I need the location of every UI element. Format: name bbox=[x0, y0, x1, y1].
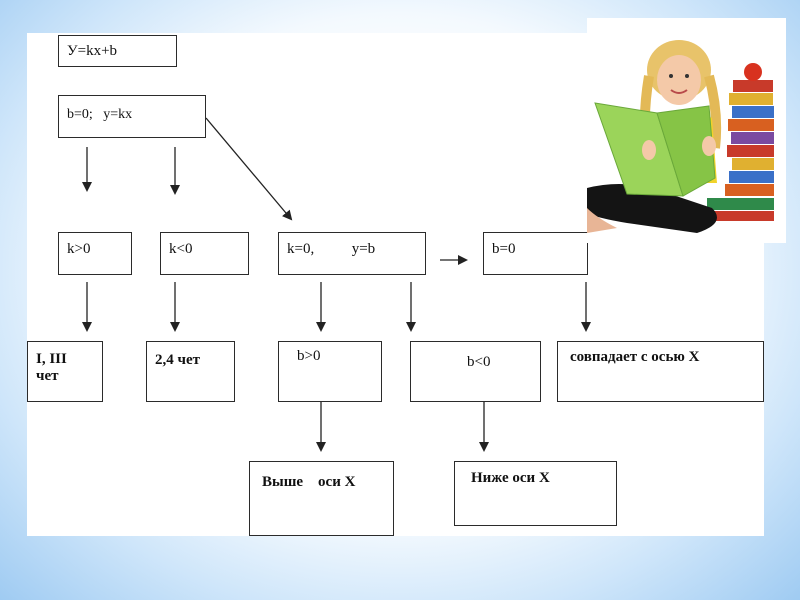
arrow-to-k-zero bbox=[205, 117, 293, 221]
k-negative-box: k<0 bbox=[160, 232, 249, 275]
quadrants-2-4-box: 2,4 чет bbox=[146, 341, 235, 402]
formula-box: У=kx+b bbox=[58, 35, 177, 67]
above-x-box: Выше оси Х bbox=[249, 461, 394, 536]
b-zero-case-box: b=0; y=kx bbox=[58, 95, 206, 138]
legs bbox=[587, 184, 717, 233]
coincides-x-box: совпадает с осью Х bbox=[557, 341, 764, 402]
below-x-box: Ниже оси Х bbox=[454, 461, 617, 526]
b-positive-box: b>0 bbox=[278, 341, 382, 402]
book-stack bbox=[733, 80, 773, 92]
quadrants-1-3-box: I, III чет bbox=[27, 341, 103, 402]
apple bbox=[744, 63, 762, 81]
k-positive-box: k>0 bbox=[58, 232, 132, 275]
girl-reading-book-icon bbox=[587, 40, 774, 233]
b-negative-box: b<0 bbox=[410, 341, 541, 402]
face bbox=[657, 55, 701, 105]
b-zero-box: b=0 bbox=[483, 232, 588, 275]
k-zero-box: k=0, y=b bbox=[278, 232, 426, 275]
illustration-photo bbox=[587, 18, 786, 243]
